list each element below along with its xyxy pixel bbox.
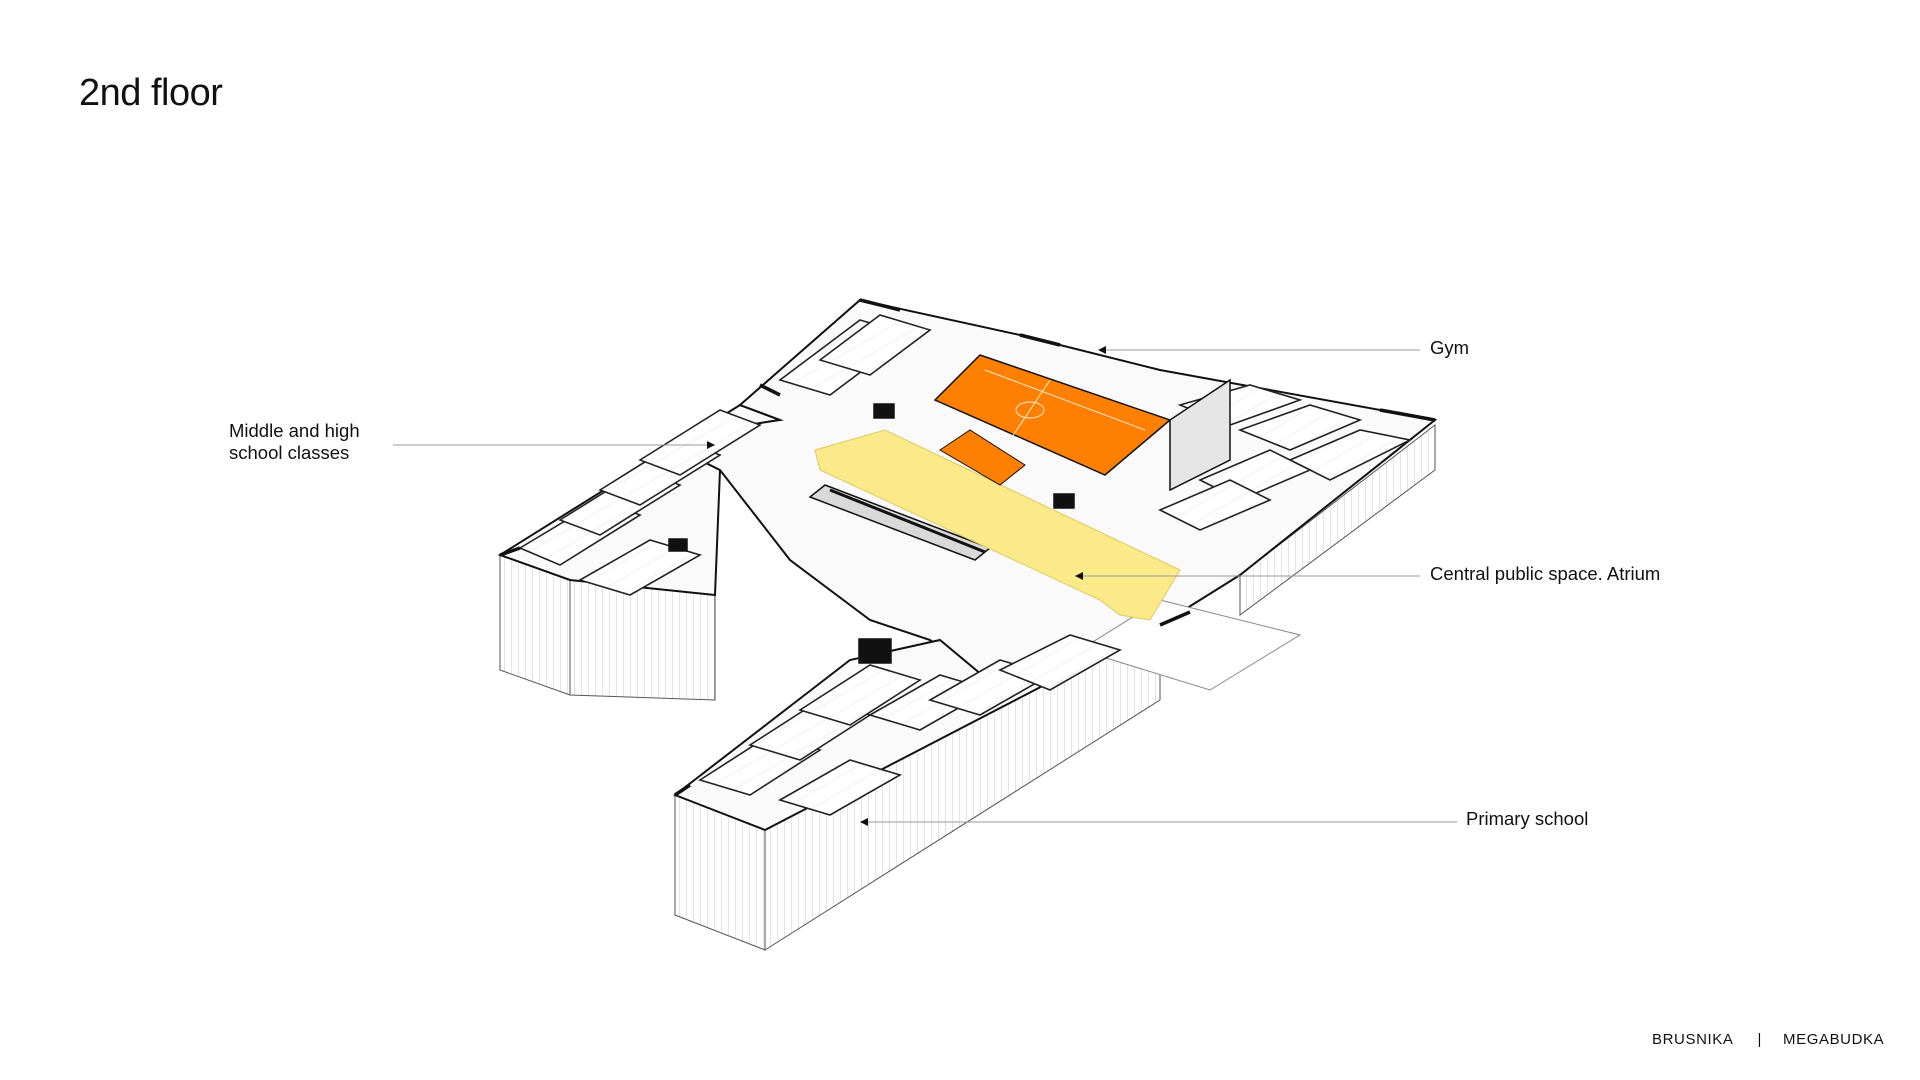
brand-brusnika: BRUSNIKA — [1652, 1031, 1734, 1048]
facade-west-front — [569, 579, 716, 701]
leader-arrows — [707, 346, 1106, 826]
wall-accents — [499, 298, 1436, 797]
gym-wall — [1169, 378, 1231, 492]
label-primary-school: Primary school — [1466, 808, 1589, 829]
brand-megabudka: MEGABUDKA — [1783, 1031, 1885, 1048]
label-middle-high-line1: Middle and high — [229, 420, 360, 441]
gym-area — [933, 354, 1231, 492]
gym-court-markings — [984, 369, 1146, 441]
label-middle-high-line2: school classes — [229, 442, 350, 463]
gym-lower-strip — [939, 429, 1026, 486]
footer-brands: BRUSNIKA | MEGABUDKA — [1652, 1031, 1884, 1048]
entrance-canopy — [1078, 599, 1302, 691]
label-gym: Gym — [1430, 337, 1470, 358]
atrium-stair — [808, 484, 992, 561]
label-atrium: Central public space. Atrium — [1430, 563, 1661, 584]
brand-separator: | — [1757, 1031, 1762, 1048]
page-title: 2nd floor — [79, 72, 223, 114]
leader-lines — [393, 349, 1457, 823]
atrium-area — [814, 429, 1181, 621]
facade-east — [1239, 423, 1436, 616]
label-middle-high-school: Middle and high school classes — [229, 420, 360, 464]
building-facades — [499, 423, 1436, 951]
